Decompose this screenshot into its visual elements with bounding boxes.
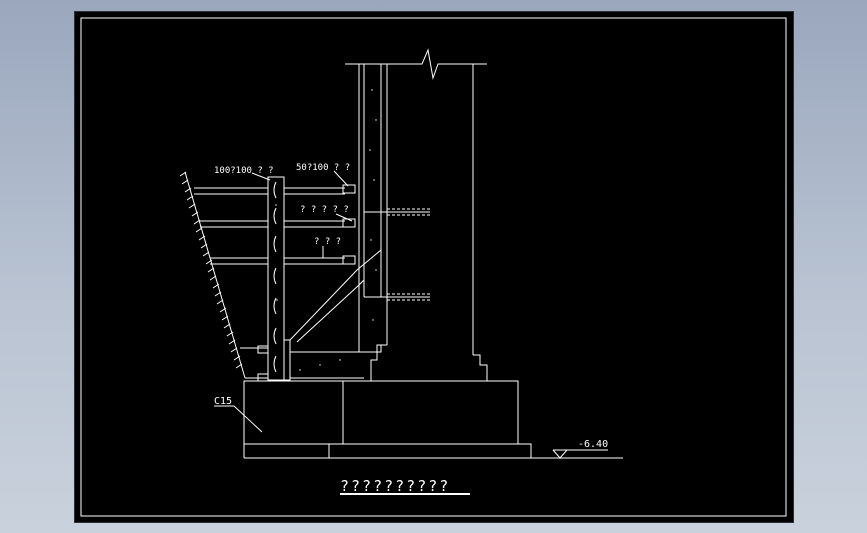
label-concrete-grade: C15 (214, 396, 232, 407)
excavation-slope (184, 171, 246, 379)
wedge-block (342, 218, 356, 228)
column-step (473, 354, 488, 381)
label-timber-spec: 100?100 ? ? (214, 166, 274, 176)
label-a: ? ? ? ? ? (300, 205, 349, 215)
wedge-block (342, 184, 356, 194)
footing-base (328, 443, 532, 459)
elevation-triangle (552, 449, 569, 459)
leader-line (335, 213, 353, 222)
label-small-timber-spec: 50?100 ? ? (296, 163, 350, 173)
wedge-block (342, 255, 356, 265)
soil-hatch (179, 171, 243, 369)
break-line (345, 48, 487, 80)
diagonal-brace (296, 279, 365, 343)
inner-step (370, 344, 387, 381)
label-b: ? ? ? (314, 237, 341, 247)
drawing-title: ?????????? (340, 477, 450, 495)
diagonal-brace (289, 249, 382, 341)
wedge-block (257, 373, 269, 382)
formwork-grain (273, 181, 277, 373)
drawing-sheet (75, 12, 793, 522)
wedge-block (257, 345, 269, 354)
vertical-formwork (267, 176, 285, 381)
concrete-dots (275, 89, 377, 371)
leader-line (251, 172, 271, 181)
wall-step (359, 344, 387, 353)
section-geometry (179, 48, 623, 495)
leader-line (214, 405, 263, 433)
leader-line (333, 170, 349, 187)
drawing-frame (80, 17, 787, 517)
footing (243, 380, 519, 445)
kicker-board (283, 339, 291, 381)
label-elevation: -6.40 (578, 439, 608, 450)
